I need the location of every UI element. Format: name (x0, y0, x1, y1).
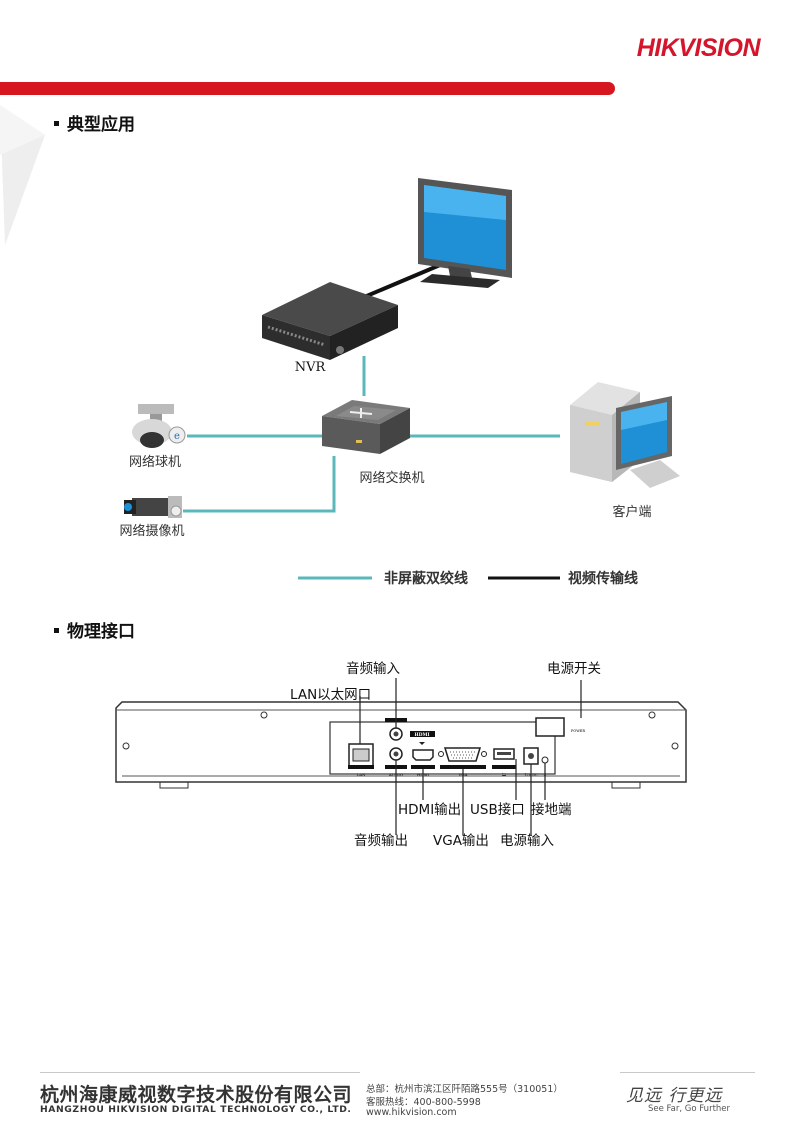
company-name-en: HANGZHOU HIKVISION DIGITAL TECHNOLOGY CO… (40, 1104, 352, 1115)
slogan-cn: 见远 行更远 (626, 1086, 723, 1106)
section-title-physical-interface: 物理接口 (54, 617, 135, 642)
dome-camera-icon: e (132, 404, 186, 448)
camera-label: 网络摄像机 (119, 523, 184, 539)
footer-divider-left (40, 1072, 360, 1073)
legend-video-label: 视频传输线 (568, 570, 638, 587)
ground-label: 接地端 (531, 801, 572, 818)
address-text: 总部：杭州市滨江区阡陌路555号（310051） (366, 1084, 563, 1095)
switch-icon (322, 400, 410, 454)
vga-port (443, 747, 482, 762)
nvr-label: NVR (295, 360, 327, 375)
power-switch (535, 717, 565, 737)
power-switch-label: 电源开关 (547, 661, 601, 677)
client-label: 客户端 (612, 504, 651, 520)
bullet-icon (54, 120, 59, 126)
network-topology-diagram: NVR 网络交换机 e 网络球机 网络摄像机 客户端 (119, 178, 680, 587)
hdmi-port (412, 749, 434, 761)
legend-utp-label: 非屏蔽双绞线 (384, 570, 468, 587)
header-red-bar (0, 82, 615, 95)
footer-divider-right (620, 1072, 755, 1073)
corner-decoration (0, 105, 45, 245)
rear-panel-diagram: LAN AUDIO HDMI HDMI VGA ⇆ 12V DC ⏚ POWER (115, 660, 687, 849)
slogan-en: See Far, Go Further (648, 1104, 731, 1114)
svg-text:LAN: LAN (356, 772, 366, 777)
camera-switch-cable (183, 456, 336, 513)
power-in-label: 电源输入 (500, 833, 554, 849)
dome-label: 网络球机 (129, 454, 181, 470)
nvr-chassis (115, 701, 687, 783)
section-title-typical-application: 典型应用 (54, 110, 135, 135)
svg-text:HDMI: HDMI (414, 732, 429, 738)
monitor-icon (418, 178, 512, 288)
nvr-icon (262, 282, 398, 360)
svg-text:POWER: POWER (571, 729, 585, 733)
company-name-cn: 杭州海康威视数字技术股份有限公司 (40, 1084, 353, 1106)
audio-in-label: 音频输入 (346, 660, 400, 677)
client-pc-icon (570, 382, 680, 488)
website-text: www.hikvision.com (366, 1107, 457, 1118)
hikvision-logo: HIKVISION (636, 34, 761, 62)
lan-label: LAN以太网口 (290, 687, 371, 703)
vga-out-label: VGA输出 (433, 833, 489, 849)
usb-label: USB接口 (470, 801, 525, 818)
bullet-icon (54, 627, 59, 633)
hotline-text: 客服热线：400-800-5998 (366, 1097, 481, 1108)
svg-text:e: e (174, 431, 180, 442)
svg-text:⇆: ⇆ (502, 772, 506, 778)
audio-out-label: 音频输出 (354, 832, 408, 849)
hdmi-out-label: HDMI输出 (398, 802, 461, 818)
box-camera-icon (124, 496, 182, 518)
hdmi-logo (410, 731, 435, 737)
switch-label: 网络交换机 (359, 470, 424, 486)
